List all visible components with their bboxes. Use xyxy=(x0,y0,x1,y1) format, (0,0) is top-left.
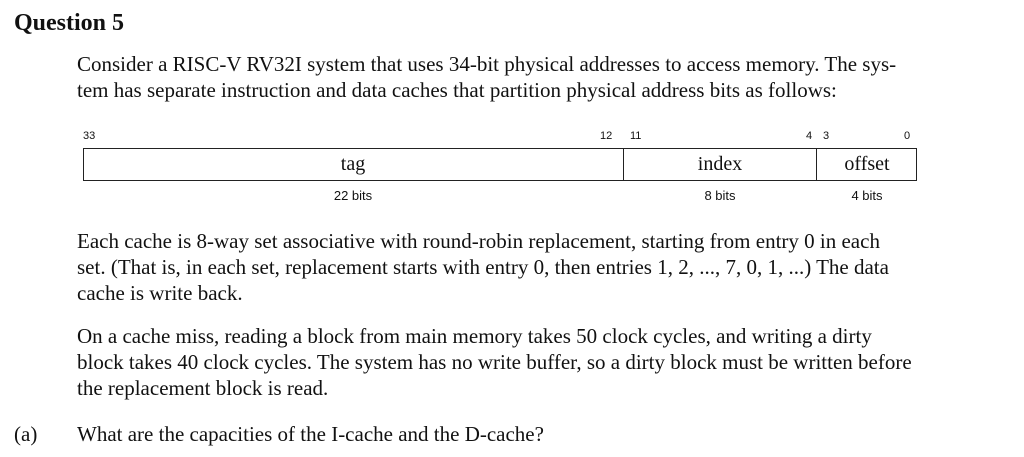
field-offset-size: 4 bits xyxy=(851,188,883,203)
bit-number-11: 11 xyxy=(630,130,642,142)
intro-line: Consider a RISC-V RV32I system that uses… xyxy=(77,52,897,76)
intro-paragraph: Consider a RISC-V RV32I system that uses… xyxy=(77,51,1013,103)
associativity-line: set. (That is, in each set, replacement … xyxy=(77,255,889,279)
address-field-box xyxy=(83,148,917,181)
bit-number-33: 33 xyxy=(83,130,96,142)
bit-number-4: 4 xyxy=(806,130,813,142)
field-offset-label: offset xyxy=(844,153,890,175)
miss-penalty-paragraph: On a cache miss, reading a block from ma… xyxy=(77,323,1013,401)
field-index-label: index xyxy=(697,153,743,175)
field-divider-tag-index xyxy=(623,148,624,181)
associativity-line: cache is write back. xyxy=(77,281,243,305)
miss-penalty-line: block takes 40 clock cycles. The system … xyxy=(77,350,912,374)
part-a-label: (a) xyxy=(14,422,38,446)
field-tag-size: 22 bits xyxy=(333,188,373,203)
bit-number-12: 12 xyxy=(600,130,613,142)
part-a-question: What are the capacities of the I-cache a… xyxy=(77,422,544,446)
field-index-size: 8 bits xyxy=(704,188,736,203)
associativity-line: Each cache is 8-way set associative with… xyxy=(77,229,880,253)
field-divider-index-offset xyxy=(816,148,817,181)
associativity-paragraph: Each cache is 8-way set associative with… xyxy=(77,228,1013,306)
intro-line: tem has separate instruction and data ca… xyxy=(77,78,837,102)
bit-number-0: 0 xyxy=(904,130,911,142)
bit-number-3: 3 xyxy=(823,130,830,142)
question-title: Question 5 xyxy=(14,10,125,36)
miss-penalty-line: On a cache miss, reading a block from ma… xyxy=(77,324,872,348)
field-tag-label: tag xyxy=(340,153,366,175)
miss-penalty-line: the replacement block is read. xyxy=(77,376,329,400)
